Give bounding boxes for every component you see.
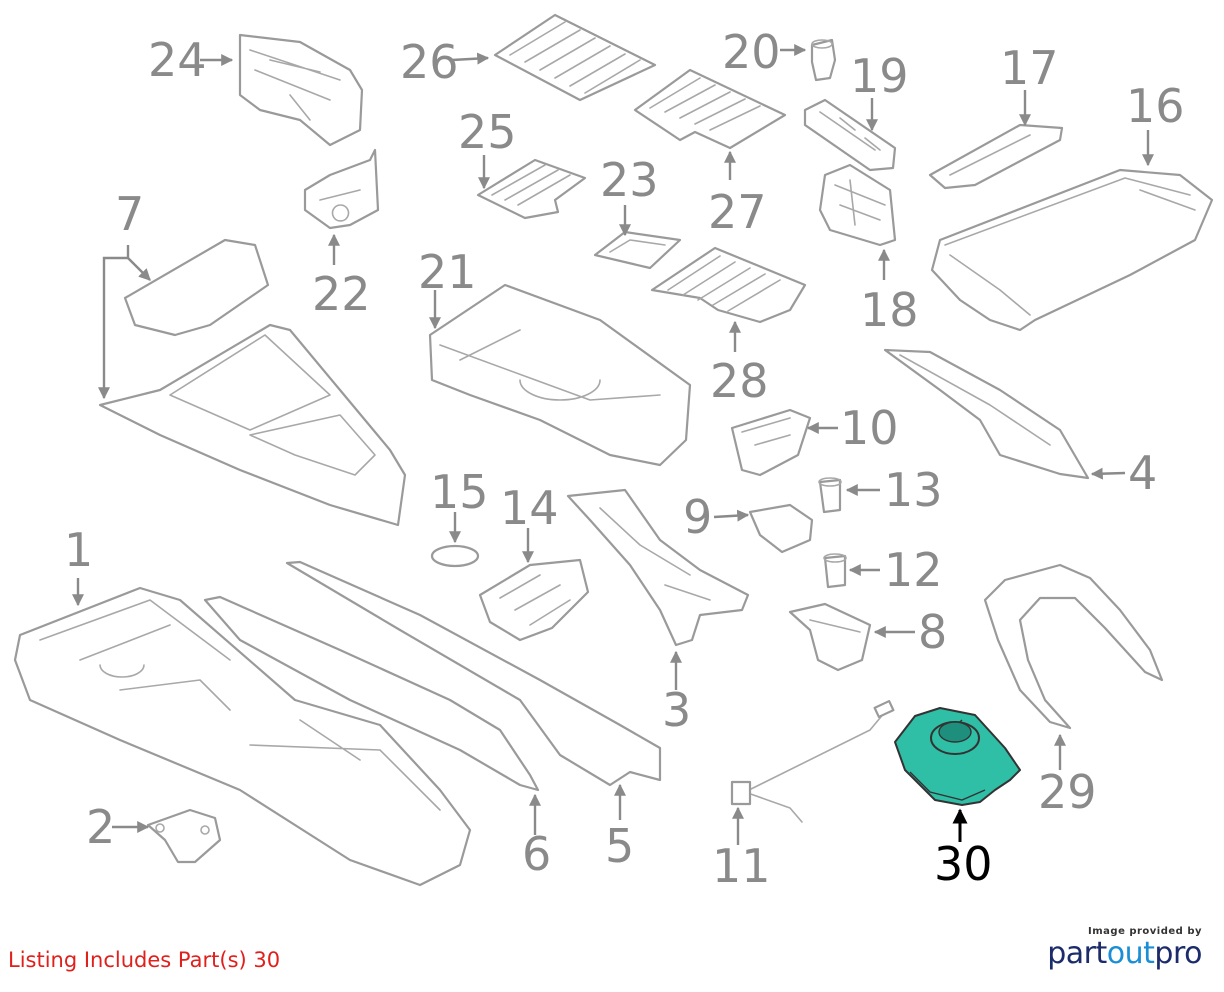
part-1-console-base <box>13 586 472 887</box>
callout-20: 20 <box>722 25 781 79</box>
part-8-cup-holder <box>788 602 872 672</box>
callout-3: 3 <box>662 683 691 737</box>
part-13-clip <box>818 477 842 514</box>
part-15-o-ring <box>430 544 480 568</box>
callout-14: 14 <box>500 481 559 535</box>
callout-30: 30 <box>934 837 993 891</box>
part-12-clip <box>823 553 847 589</box>
callout-21: 21 <box>418 245 477 299</box>
part-6-side-panel <box>203 595 540 792</box>
brand-logo: Image provided by partoutpro <box>1047 926 1202 971</box>
callout-27: 27 <box>708 185 767 239</box>
callout-28: 28 <box>710 354 769 408</box>
part-22-bracket <box>303 148 380 230</box>
part-7-trim-panel <box>98 323 407 527</box>
part-10-tray <box>730 408 812 477</box>
leader-lines <box>72 44 1154 845</box>
part-25-mat <box>476 158 587 220</box>
callout-15: 15 <box>430 465 489 519</box>
callout-25: 25 <box>458 105 517 159</box>
part-20-clip <box>810 38 837 82</box>
part-27-mat <box>633 68 787 150</box>
part-28-mat <box>650 246 807 324</box>
callout-5: 5 <box>605 819 634 873</box>
part-4-trim-strip <box>883 348 1090 480</box>
partoutpro-logo: partoutpro <box>1047 936 1202 971</box>
callout-9: 9 <box>683 490 712 544</box>
callout-17: 17 <box>1000 41 1059 95</box>
part-9-bracket <box>748 503 814 554</box>
part-24-storage-tray <box>238 33 364 147</box>
part-17-lid-trim <box>928 123 1064 190</box>
part-21-console-frame <box>428 283 692 467</box>
callout-2: 2 <box>86 800 115 854</box>
part-5-side-panel <box>285 560 662 787</box>
part-18-switch-unit <box>818 163 897 247</box>
callout-19: 19 <box>850 49 909 103</box>
part-26-mat <box>493 13 657 102</box>
callout-13: 13 <box>884 463 943 517</box>
callout-11: 11 <box>712 839 771 893</box>
part-11-wiring-harness <box>730 699 895 823</box>
callout-26: 26 <box>400 35 459 89</box>
part-14-tray-insert <box>478 558 590 642</box>
callout-12: 12 <box>884 543 943 597</box>
part-23-plate <box>593 230 682 270</box>
listing-note: Listing Includes Part(s) 30 <box>8 948 281 972</box>
part-2-bracket <box>146 808 222 864</box>
callout-24: 24 <box>148 33 207 87</box>
callout-23: 23 <box>600 153 659 207</box>
callout-6: 6 <box>522 827 551 881</box>
callout-16: 16 <box>1126 79 1185 133</box>
callout-7: 7 <box>115 187 144 241</box>
part-19-switch-panel <box>803 98 897 172</box>
brand-caption: Image provided by <box>1088 926 1202 937</box>
part-16-armrest <box>930 168 1214 332</box>
callout-1: 1 <box>64 523 93 577</box>
part-7-lid <box>123 238 270 337</box>
callout-10: 10 <box>840 401 899 455</box>
callout-18: 18 <box>860 283 919 337</box>
part-29-trim-frame <box>983 563 1164 730</box>
callout-22: 22 <box>312 267 371 321</box>
callout-8: 8 <box>918 605 947 659</box>
callout-4: 4 <box>1128 446 1157 500</box>
part-3-center-trim <box>566 488 750 647</box>
callout-29: 29 <box>1038 765 1097 819</box>
part-30-controller <box>894 707 1021 806</box>
callout-labels: 24 22 26 27 25 23 28 20 19 18 17 16 7 21… <box>64 25 1185 893</box>
